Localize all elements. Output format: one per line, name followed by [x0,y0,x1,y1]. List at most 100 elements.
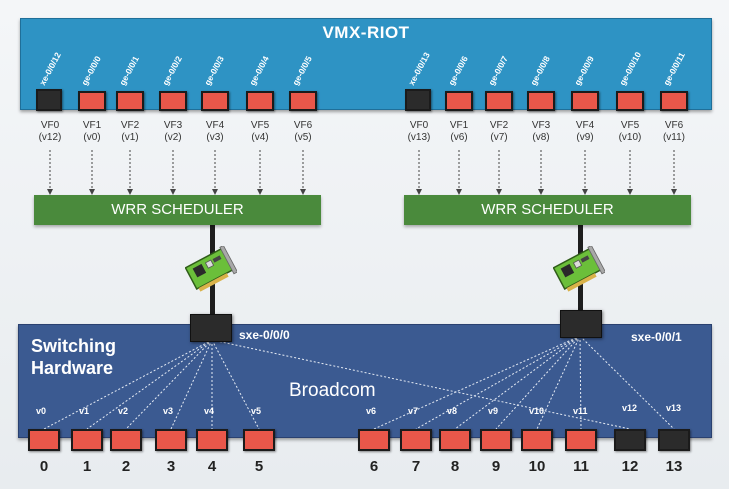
arrow-head [456,189,462,195]
vf-name: VF5 [250,120,270,131]
switch-port-0 [28,429,60,451]
vf-name: VF0 [40,120,60,131]
arrow-head [127,189,133,195]
left-vmx-port-3 [159,91,187,111]
switch-port-number: 0 [39,458,49,475]
switch-port-number: 2 [121,458,131,475]
switch-port-vlan-label: v5 [251,406,262,416]
switch-port-3 [155,429,187,451]
switch-port-vlan-label: v0 [36,406,47,416]
network-card-icon [184,244,239,297]
right-vf-label: VF4(v9) [565,120,605,144]
right-vmx-port-3 [527,91,555,111]
switch-port-vlan-label: v9 [488,406,499,416]
vf-vlan: (v3) [206,132,224,143]
right-vf-label: VF3(v8) [521,120,561,144]
switch-port-number: 5 [254,458,264,475]
vf-vlan: (v4) [251,132,269,143]
switch-port-vlan-label: v11 [573,406,588,416]
switch-port-6 [358,429,390,451]
vf-vlan: (v8) [532,132,550,143]
left-vmx-port-5 [246,91,274,111]
switch-port-11 [565,429,597,451]
switch-port-vlan-label: v8 [447,406,458,416]
vf-name: VF4 [575,120,595,131]
vf-vlan: (v7) [490,132,508,143]
switch-port-2 [110,429,142,451]
left-vf-label: VF5(v4) [240,120,280,144]
switch-port-12 [614,429,646,451]
right-vf-label: VF6(v11) [654,120,694,144]
switch-port-1 [71,429,103,451]
switch-port-number: 10 [528,458,546,475]
left-vf-label: VF1(v0) [72,120,112,144]
left-vmx-port-1 [78,91,106,111]
vf-vlan: (v12) [38,132,62,143]
switch-port-13 [658,429,690,451]
arrow-head [257,189,263,195]
left-vmx-port-2 [116,91,144,111]
right-wrr-scheduler: WRR SCHEDULER [404,195,691,225]
vf-name: VF3 [163,120,183,131]
left-wrr-scheduler: WRR SCHEDULER [34,195,321,225]
right-vmx-port-4 [571,91,599,111]
vf-name: VF0 [409,120,429,131]
switch-port-number: 8 [450,458,460,475]
vf-name: VF1 [82,120,102,131]
switch-port-9 [480,429,512,451]
vf-name: VF2 [120,120,140,131]
arrow-head [47,189,53,195]
vf-name: VF1 [449,120,469,131]
network-card-icon [552,244,607,297]
right-vf-label: VF0(v13) [399,120,439,144]
switch-port-7 [400,429,432,451]
left-vf-label: VF0(v12) [30,120,70,144]
vmx-title: VMX-RIOT [322,23,410,42]
right-vmx-port-1 [445,91,473,111]
switch-port-vlan-label: v12 [622,403,638,413]
right-vf-label: VF5(v10) [610,120,650,144]
vf-name: VF4 [205,120,225,131]
right-switch-interface-label: sxe-0/0/1 [631,330,682,344]
right-vf-label: VF2(v7) [479,120,519,144]
switch-port-number: 3 [166,458,176,475]
switching-hardware-box: Switching Hardware sxe-0/0/0 sxe-0/0/1 B… [18,324,712,438]
arrow-head [582,189,588,195]
right-vmx-port-2 [485,91,513,111]
vf-name: VF5 [620,120,640,131]
switch-port-vlan-label: v3 [163,406,174,416]
vf-vlan: (v0) [83,132,101,143]
vf-vlan: (v13) [407,132,431,143]
arrow-head [496,189,502,195]
switch-port-vlan-label: v10 [529,406,545,416]
vf-vlan: (v2) [164,132,182,143]
switch-port-vlan-label: v6 [366,406,377,416]
arrow-head [300,189,306,195]
vf-name: VF3 [531,120,551,131]
switch-port-number: 9 [491,458,501,475]
left-vmx-port-4 [201,91,229,111]
switch-port-10 [521,429,553,451]
switch-port-8 [439,429,471,451]
right-vf-label: VF1(v6) [439,120,479,144]
switch-port-vlan-label: v7 [408,406,419,416]
switch-port-5 [243,429,275,451]
right-switch-uplink-port [560,310,602,338]
vf-vlan: (v9) [576,132,594,143]
switch-port-number: 4 [207,458,217,475]
left-vf-label: VF2(v1) [110,120,150,144]
left-vf-label: VF4(v3) [195,120,235,144]
left-vf-label: VF6(v5) [283,120,323,144]
switch-port-number: 12 [621,458,639,475]
right-vmx-port-5 [616,91,644,111]
left-vmx-port-6 [289,91,317,111]
left-switch-interface-label: sxe-0/0/0 [239,328,290,342]
vf-name: VF2 [489,120,509,131]
arrow-head [416,189,422,195]
right-vmx-port-0 [405,89,431,111]
switching-title-line1: Switching [31,336,116,356]
switch-port-4 [196,429,228,451]
arrow-head [89,189,95,195]
vf-vlan: (v6) [450,132,468,143]
switch-port-number: 7 [411,458,421,475]
